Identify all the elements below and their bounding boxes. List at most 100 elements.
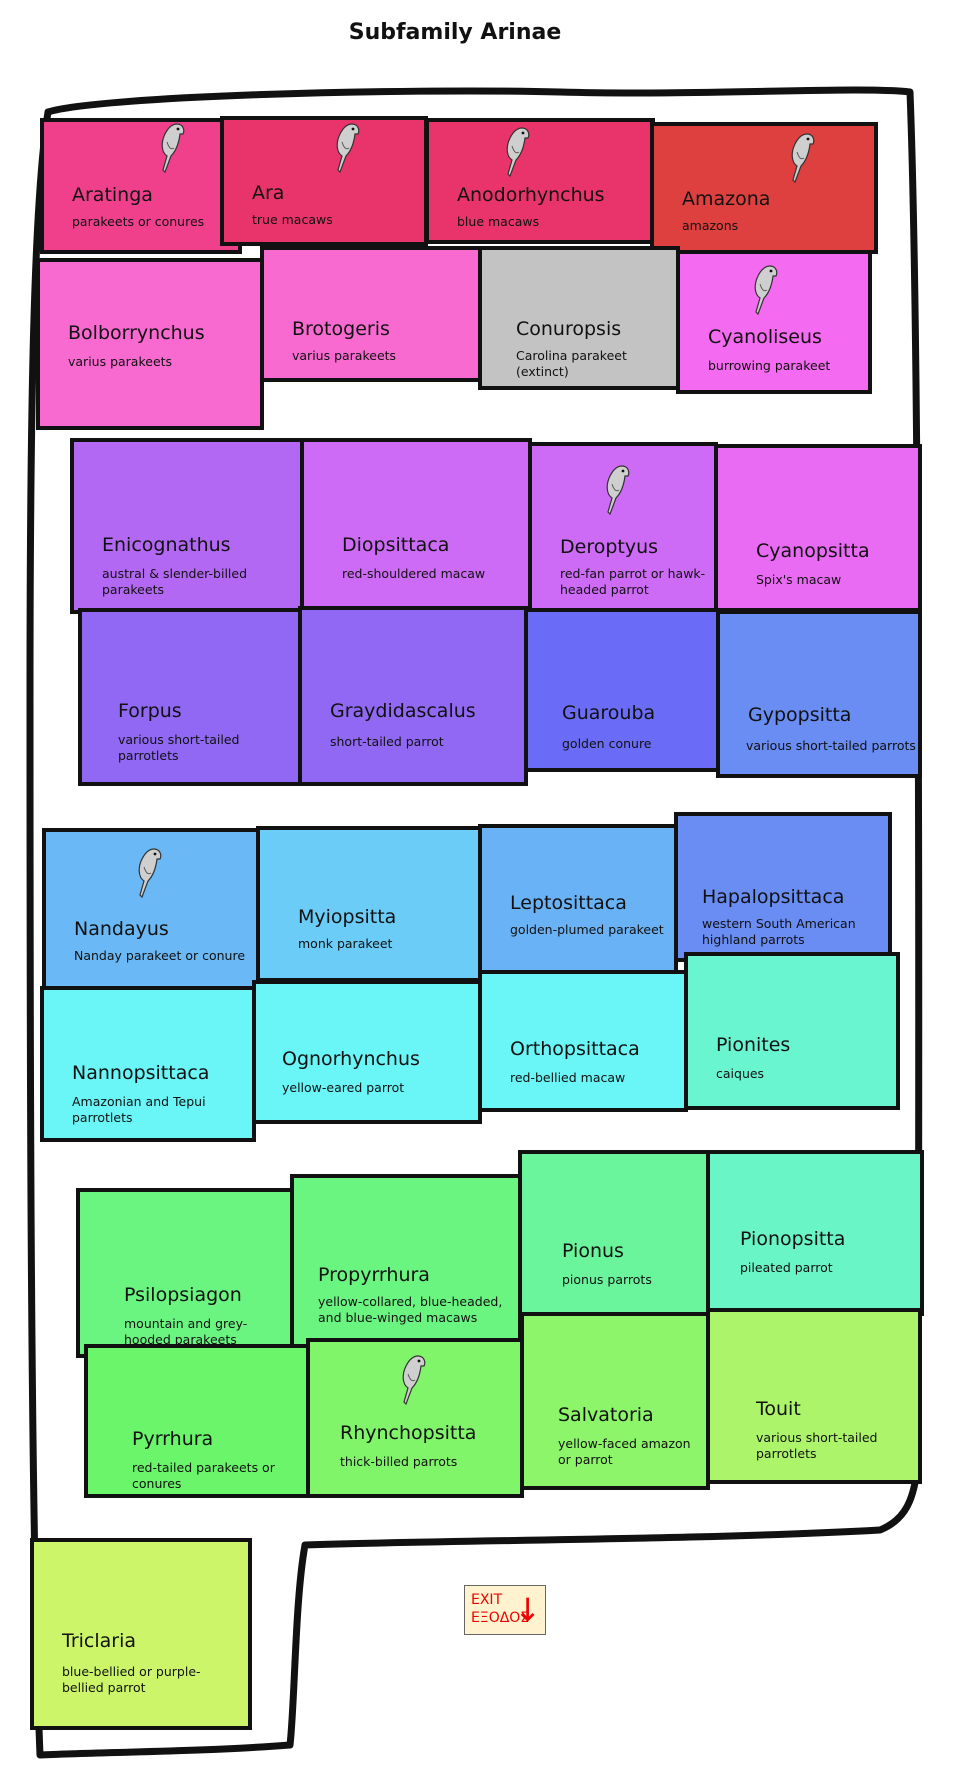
room-myiopsitta[interactable]: Myiopsitta monk parakeet: [256, 826, 482, 982]
room-conuropsis-common: Carolina parakeet (extinct): [516, 348, 627, 379]
room-graydidascalus-genus: Graydidascalus: [330, 700, 476, 722]
room-pyrrhura[interactable]: Pyrrhura red-tailed parakeets or conures: [84, 1344, 310, 1498]
room-ognorhynchus-common: yellow-eared parrot: [282, 1080, 405, 1095]
parrot-icon: [791, 133, 815, 184]
room-cyanopsitta-genus: Cyanopsitta: [756, 540, 870, 562]
room-ara-genus: Ara: [252, 182, 285, 204]
room-orthopsittaca[interactable]: Orthopsittaca red-bellied macaw: [478, 970, 688, 1112]
room-bolborrynchus[interactable]: Bolborrynchus varius parakeets: [36, 258, 264, 430]
room-pionites-genus: Pionites: [716, 1034, 791, 1056]
room-hapalopsittaca[interactable]: Hapalopsittaca western South American hi…: [674, 812, 892, 962]
room-pionites[interactable]: Pionites caiques: [684, 952, 900, 1110]
room-gypopsitta[interactable]: Gypopsitta various short-tailed parrots: [716, 610, 922, 778]
room-triclaria[interactable]: Triclaria blue-bellied or purple-bellied…: [30, 1538, 252, 1730]
room-touit-common: various short-tailed parrotlets: [756, 1430, 878, 1461]
room-propyrrhura-genus: Propyrrhura: [318, 1264, 430, 1286]
room-nannopsittaca-genus: Nannopsittaca: [72, 1062, 210, 1084]
room-propyrrhura-common: yellow-collared, blue-headed, and blue-w…: [318, 1294, 503, 1325]
room-psilopsiagon-common: mountain and grey-hooded parakeets: [124, 1316, 248, 1347]
room-guarouba-genus: Guarouba: [562, 702, 656, 724]
room-myiopsitta-genus: Myiopsitta: [298, 906, 397, 928]
room-nandayus-genus: Nandayus: [74, 918, 169, 940]
room-rhynchopsitta-common: thick-billed parrots: [340, 1454, 458, 1469]
room-ognorhynchus[interactable]: Ognorhynchus yellow-eared parrot: [252, 980, 482, 1124]
room-pionopsitta-genus: Pionopsitta: [740, 1228, 846, 1250]
room-propyrrhura[interactable]: Propyrrhura yellow-collared, blue-headed…: [290, 1174, 522, 1358]
room-orthopsittaca-common: red-bellied macaw: [510, 1070, 626, 1085]
parrot-icon: [754, 265, 778, 316]
map-title: Subfamily Arinae: [348, 20, 562, 45]
room-nannopsittaca[interactable]: Nannopsittaca Amazonian and Tepui parrot…: [40, 986, 256, 1142]
room-enicognathus[interactable]: Enicognathus austral & slender-billed pa…: [70, 438, 304, 614]
room-graydidascalus[interactable]: Graydidascalus short-tailed parrot: [298, 606, 528, 786]
room-nannopsittaca-common: Amazonian and Tepui parrotlets: [72, 1094, 206, 1125]
room-bolborrynchus-genus: Bolborrynchus: [68, 322, 205, 344]
room-enicognathus-common: austral & slender-billed parakeets: [102, 566, 248, 597]
room-salvatoria-genus: Salvatoria: [558, 1404, 654, 1426]
room-hapalopsittaca-genus: Hapalopsittaca: [702, 886, 845, 908]
room-cyanopsitta-common: Spix's macaw: [756, 572, 842, 587]
room-pionus-common: pionus parrots: [562, 1272, 652, 1287]
room-conuropsis[interactable]: Conuropsis Carolina parakeet (extinct): [478, 246, 680, 390]
room-deroptyus-common: red-fan parrot or hawk-headed parrot: [560, 566, 706, 597]
room-salvatoria-common: yellow-faced amazon or parrot: [558, 1436, 691, 1467]
room-nandayus-common: Nanday parakeet or conure: [74, 948, 246, 963]
room-rhynchopsitta-genus: Rhynchopsitta: [340, 1422, 477, 1444]
room-leptosittaca-genus: Leptosittaca: [510, 892, 627, 914]
room-psilopsiagon-genus: Psilopsiagon: [124, 1284, 242, 1306]
room-triclaria-common: blue-bellied or purple-bellied parrot: [62, 1664, 201, 1695]
room-pionites-common: caiques: [716, 1066, 765, 1081]
room-gypopsitta-genus: Gypopsitta: [748, 704, 852, 726]
parrot-icon: [606, 465, 630, 516]
room-amazona-common: amazons: [682, 218, 739, 233]
room-enicognathus-genus: Enicognathus: [102, 534, 231, 556]
room-diopsittaca[interactable]: Diopsittaca red-shouldered macaw: [300, 438, 532, 612]
room-brotogeris-common: varius parakeets: [292, 348, 397, 363]
room-hapalopsittaca-common: western South American highland parrots: [702, 916, 856, 947]
room-touit-genus: Touit: [756, 1398, 801, 1420]
room-brotogeris[interactable]: Brotogeris varius parakeets: [260, 246, 482, 382]
room-conuropsis-genus: Conuropsis: [516, 318, 622, 340]
parrot-icon: [138, 848, 162, 899]
room-deroptyus-genus: Deroptyus: [560, 536, 659, 558]
room-forpus-common: various short-tailed parrotlets: [118, 732, 240, 763]
exit-sign: EXIT ΕΞΟΔΟΣ ↓: [464, 1585, 546, 1635]
parrot-icon: [506, 127, 530, 178]
room-diopsittaca-common: red-shouldered macaw: [342, 566, 486, 581]
room-psilopsiagon[interactable]: Psilopsiagon mountain and grey-hooded pa…: [76, 1188, 296, 1358]
room-bolborrynchus-common: varius parakeets: [68, 354, 173, 369]
room-pionus[interactable]: Pionus pionus parrots: [518, 1150, 710, 1326]
room-touit[interactable]: Touit various short-tailed parrotlets: [706, 1308, 922, 1484]
room-guarouba-common: golden conure: [562, 736, 652, 751]
exit-label: EXIT: [471, 1592, 503, 1608]
room-leptosittaca[interactable]: Leptosittaca golden-plumed parakeet: [478, 824, 678, 976]
room-cyanoliseus-genus: Cyanoliseus: [708, 326, 822, 348]
room-guarouba[interactable]: Guarouba golden conure: [524, 608, 720, 772]
room-ognorhynchus-genus: Ognorhynchus: [282, 1048, 420, 1070]
room-cyanoliseus-common: burrowing parakeet: [708, 358, 831, 373]
room-forpus[interactable]: Forpus various short-tailed parrotlets: [78, 608, 304, 786]
room-ara[interactable]: Ara true macaws: [220, 116, 428, 246]
room-salvatoria[interactable]: Salvatoria yellow-faced amazon or parrot: [520, 1312, 710, 1490]
room-anodorhynchus[interactable]: Anodorhynchus blue macaws: [425, 118, 655, 244]
parrot-icon: [336, 123, 360, 174]
room-cyanopsitta[interactable]: Cyanopsitta Spix's macaw: [714, 444, 922, 612]
room-myiopsitta-common: monk parakeet: [298, 936, 393, 951]
room-aratinga-common: parakeets or conures: [72, 214, 205, 229]
room-leptosittaca-common: golden-plumed parakeet: [510, 922, 664, 937]
room-ara-common: true macaws: [252, 212, 333, 227]
exit-label-greek: ΕΞΟΔΟΣ: [471, 1610, 530, 1626]
room-amazona[interactable]: Amazona amazons: [650, 122, 878, 254]
parrot-icon: [161, 123, 185, 174]
room-pionopsitta-common: pileated parrot: [740, 1260, 833, 1275]
room-orthopsittaca-genus: Orthopsittaca: [510, 1038, 640, 1060]
room-gypopsitta-common: various short-tailed parrots: [746, 738, 916, 753]
room-amazona-genus: Amazona: [682, 188, 771, 210]
room-pyrrhura-common: red-tailed parakeets or conures: [132, 1460, 275, 1491]
room-aratinga[interactable]: Aratinga parakeets or conures: [40, 118, 242, 254]
room-forpus-genus: Forpus: [118, 700, 182, 722]
arrow-down-icon: ↓: [514, 1591, 541, 1629]
parrot-icon: [402, 1355, 426, 1406]
room-pionopsitta[interactable]: Pionopsitta pileated parrot: [706, 1150, 924, 1316]
